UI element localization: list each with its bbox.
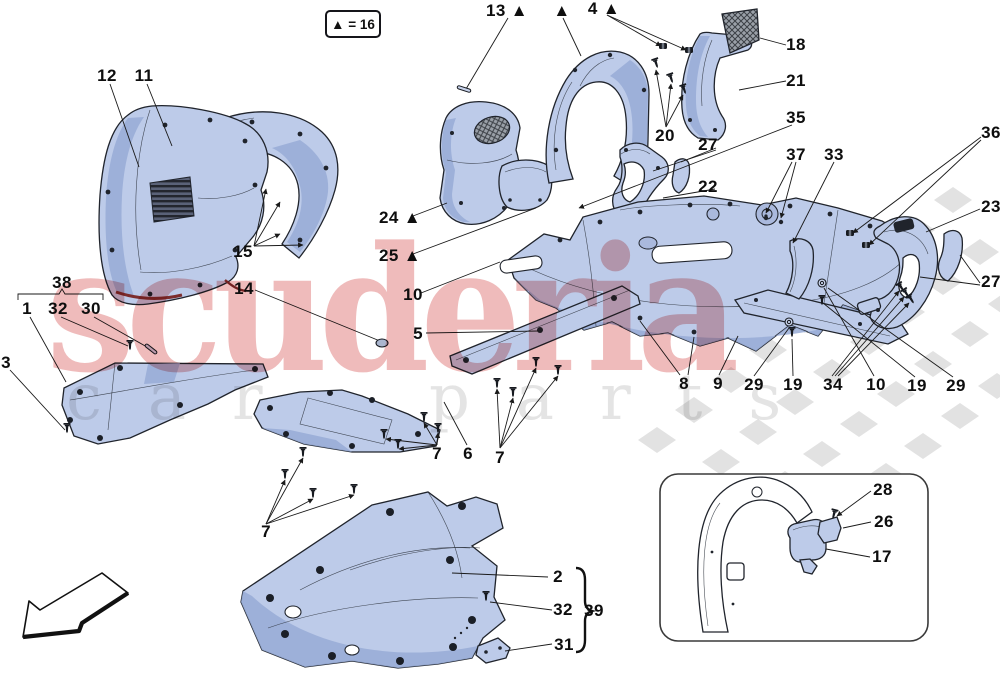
part-25-wheelhouse-cover: [498, 159, 553, 211]
group-brace-39: [575, 566, 597, 654]
callout-28: 28: [873, 480, 893, 499]
callout-7: 7: [495, 448, 505, 467]
callout-15: 15: [233, 242, 253, 261]
callout-9: 9: [713, 374, 723, 393]
inset-bracket-26: [817, 516, 842, 544]
callout-13: 13 ▲: [485, 1, 529, 20]
callout-27: 27: [981, 272, 1000, 291]
callout-4: 4 ▲: [587, 0, 621, 18]
callout-33: 33: [824, 145, 844, 164]
callout-3: 3: [1, 353, 11, 372]
callout-22: 22: [698, 177, 718, 196]
callout-11: 11: [134, 66, 154, 85]
part-33-duct: [785, 238, 815, 300]
legend-text: ▲ = 16: [331, 16, 375, 32]
callout-36: 36: [981, 123, 1000, 142]
part-1-flat-undertray-front: [61, 362, 269, 445]
callout-8: 8: [679, 374, 689, 393]
callout-10: 10: [866, 375, 886, 394]
callout-: ▲: [553, 1, 571, 20]
part-9-side-rail: [733, 289, 909, 345]
part-18-mesh-grille: [721, 8, 760, 54]
callout-23: 23: [981, 197, 1000, 216]
callout-17: 17: [872, 547, 892, 566]
part-27-curved-strip-right: [937, 229, 964, 282]
callout-29: 29: [744, 375, 764, 394]
callout-18: 18: [786, 35, 806, 54]
callout-7: 7: [261, 522, 271, 541]
part-31-bracket: [475, 637, 511, 664]
callout-39: 39: [584, 601, 604, 620]
inset-clip-17: [787, 518, 827, 575]
callout-35: 35: [786, 108, 806, 127]
callout-6: 6: [463, 444, 473, 463]
callout-27: 27: [698, 135, 718, 154]
callout-14: 14: [234, 279, 254, 298]
fasteners: [63, 43, 917, 602]
callout-5: 5: [413, 324, 423, 343]
callout-31: 31: [554, 635, 574, 654]
callout-25: 25 ▲: [378, 246, 422, 265]
part-12-wheelhouse-front-lh: [98, 105, 269, 306]
callout-7: 7: [432, 444, 442, 463]
callout-38: 38: [52, 273, 72, 292]
callout-34: 34: [823, 375, 843, 394]
inset-box: [659, 473, 929, 642]
callout-20: 20: [655, 126, 675, 145]
part-5-center-strip-panel: [449, 285, 641, 375]
callout-26: 26: [874, 512, 894, 531]
inset-wheelhouse-outline: [697, 476, 813, 633]
grommet-14: [375, 338, 389, 348]
part-22-pillar-trim: [611, 142, 669, 216]
group-bracket-38: [17, 288, 104, 300]
callout-21: 21: [786, 71, 806, 90]
callout-29: 29: [946, 376, 966, 395]
callout-2: 2: [553, 567, 563, 586]
callout-32: 32: [48, 299, 68, 318]
callout-1: 1: [22, 299, 32, 318]
callout-10: 10: [403, 285, 423, 304]
callout-12: 12: [97, 66, 117, 85]
direction-arrow: [22, 572, 130, 640]
callout-19: 19: [907, 376, 927, 395]
part-27-curved-strip-left: [671, 158, 691, 194]
callout-37: 37: [786, 145, 806, 164]
callout-24: 24 ▲: [378, 208, 422, 227]
legend-triangle-quantity: ▲ = 16: [325, 10, 381, 38]
callout-32: 32: [553, 600, 573, 619]
part-6-connector-panel: [253, 389, 441, 453]
leader-lines: [9, 14, 982, 652]
callout-19: 19: [783, 375, 803, 394]
callout-30: 30: [81, 299, 101, 318]
part-2-flat-undertray-rear: [240, 491, 506, 669]
